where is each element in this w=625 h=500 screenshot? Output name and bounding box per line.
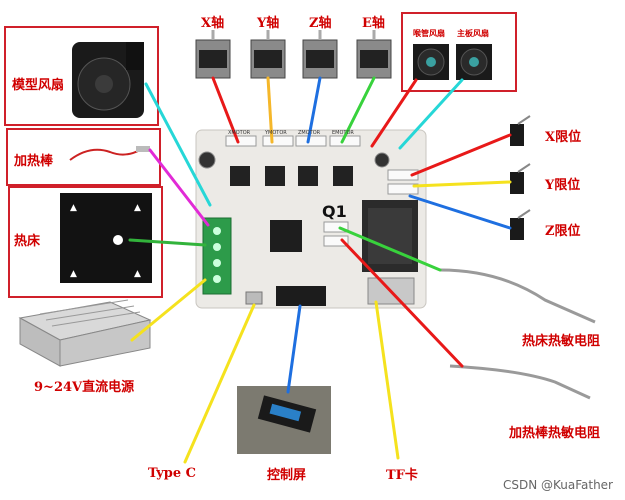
wire-x <box>211 76 240 144</box>
capacitor <box>198 151 216 169</box>
fan-board-icon <box>456 44 492 80</box>
driver-chip-z <box>298 166 318 186</box>
heat-bed-icon: ▲ ▲ ▲ ▲ <box>60 193 152 283</box>
main-board: Q1 <box>195 129 427 309</box>
board-label: Q1 <box>322 202 347 221</box>
psu-icon <box>18 299 152 367</box>
label-motor-e: E轴 <box>362 16 385 31</box>
connector-label: ZMOTOR <box>298 130 321 136</box>
limit-x-icon <box>510 115 531 146</box>
driver-chip-y <box>265 166 285 186</box>
ymotor-connector <box>262 135 294 147</box>
driver-chip-x <box>230 166 250 186</box>
svg-text:▲: ▲ <box>70 203 77 213</box>
fans-box <box>401 12 517 92</box>
wire-model-fan <box>144 82 212 207</box>
fan-nozzle-icon <box>413 44 449 80</box>
zmotor-connector <box>295 135 327 147</box>
svg-text:▲: ▲ <box>134 203 141 213</box>
rod-thermistor-icon <box>449 364 591 400</box>
label-heat-bed: 热床 <box>14 234 41 249</box>
label-fan-nozzle: 喉管风扇 <box>413 28 445 38</box>
wire-bed-thermistor <box>338 226 442 272</box>
label-limit-y: Y限位 <box>545 178 581 193</box>
wire-display <box>286 304 302 394</box>
wire-tf <box>374 300 400 460</box>
label-heater-rod: 加热棒 <box>14 154 54 169</box>
label-limit-x: X限位 <box>545 130 582 145</box>
watermark: CSDN @KuaFather <box>502 478 613 492</box>
xmotor-connector <box>225 135 257 147</box>
display-header <box>276 286 326 306</box>
limit-z-icon <box>510 209 531 240</box>
heater-rod-box <box>6 128 161 186</box>
label-limit-z: Z限位 <box>545 224 581 239</box>
label-bed-thermistor: 热床热敏电阻 <box>522 334 601 349</box>
label-motor-y: Y轴 <box>257 16 280 31</box>
model-fan-box <box>4 26 159 126</box>
label-tf-card: TF卡 <box>386 468 418 483</box>
motor-e-icon <box>356 30 392 79</box>
label-model-fan: 模型风扇 <box>12 78 65 93</box>
wire-z <box>306 76 322 144</box>
wire-heat-bed <box>128 238 207 247</box>
limit-y-icon <box>510 163 531 194</box>
label-type-c: Type C <box>148 466 197 481</box>
wire-psu <box>130 278 207 342</box>
bed-thermistor-icon <box>439 268 596 324</box>
svg-text:▲: ▲ <box>70 269 77 279</box>
type-c-port <box>245 291 263 305</box>
wire-fan-nozzle <box>370 78 418 148</box>
motor-z-icon <box>302 30 338 79</box>
connector-label: EMOTOR <box>332 130 354 136</box>
mcu-chip <box>270 220 302 252</box>
label-psu: 9~24V直流电源 <box>34 380 135 395</box>
display-icon <box>237 386 331 454</box>
wire-type-c <box>183 303 256 464</box>
model-fan-icon <box>72 42 144 118</box>
label-motor-z: Z轴 <box>309 16 332 31</box>
motor-x-icon <box>195 30 231 79</box>
wire-limit-x <box>410 133 512 177</box>
driver-chip-e <box>333 166 353 186</box>
label-display: 控制屏 <box>267 468 307 483</box>
svg-text:▲: ▲ <box>134 269 141 279</box>
label-rod-thermistor: 加热棒热敏电阻 <box>509 426 601 441</box>
wire-fan-board <box>398 78 464 150</box>
label-motor-x: X轴 <box>201 16 225 31</box>
heater-rod-icon <box>69 146 150 161</box>
connector-label: XMOTOR <box>228 130 251 136</box>
wire-limit-z <box>408 194 512 230</box>
wire-y <box>266 76 274 144</box>
wire-heater-rod <box>148 148 210 227</box>
wire-rod-thermistor <box>340 238 464 368</box>
motor-y-icon <box>250 30 286 79</box>
connector-label: YMOTOR <box>264 130 287 136</box>
label-fan-board: 主板风扇 <box>457 28 489 38</box>
wire-limit-y <box>412 180 512 188</box>
wire-e <box>340 76 376 144</box>
